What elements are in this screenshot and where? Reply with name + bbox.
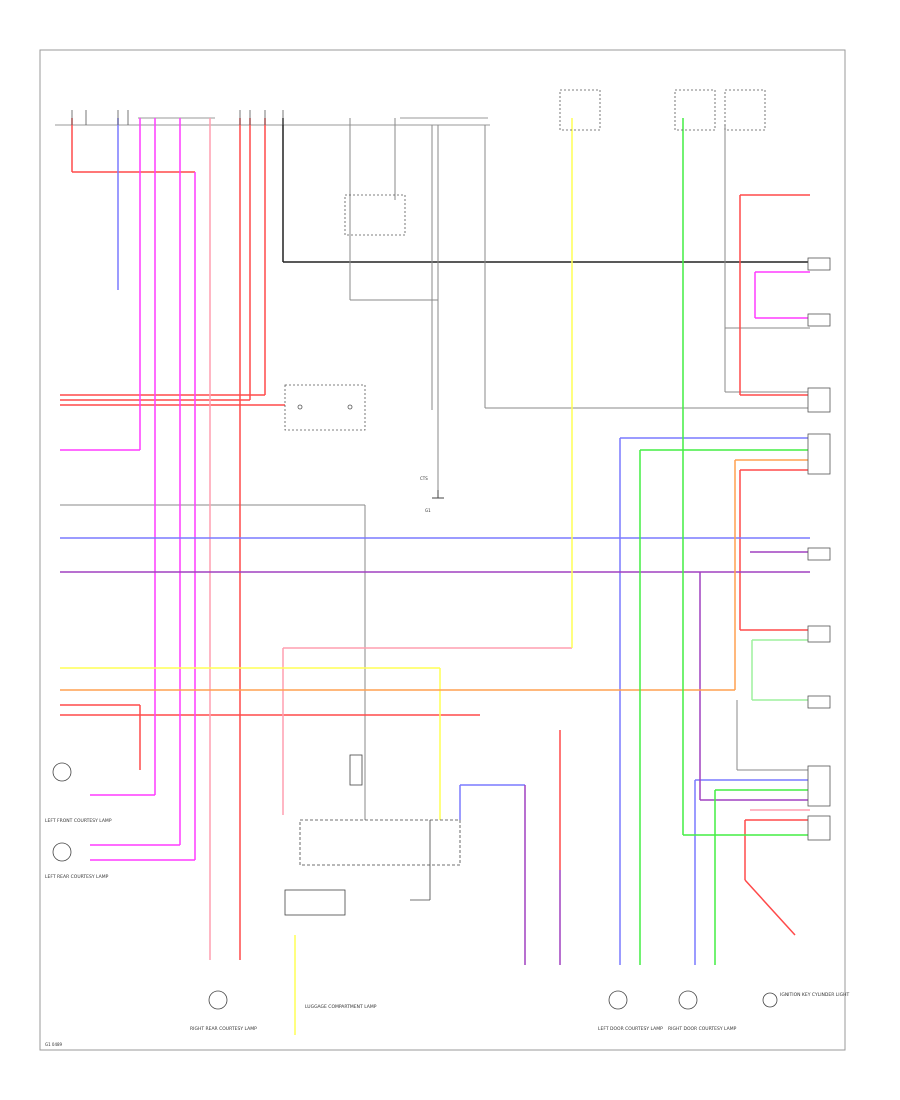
cts-ground-label: G1	[425, 508, 431, 513]
lower-control-block	[284, 754, 461, 916]
cts-label: CTS	[420, 476, 428, 481]
black-wires	[282, 118, 810, 263]
ignition-key-bulb	[762, 992, 778, 1008]
green-wires	[639, 118, 810, 965]
ground-symbol	[432, 490, 444, 499]
connector-blocks	[807, 257, 831, 841]
lamp-symbols	[52, 762, 778, 1010]
magenta-wires	[60, 118, 810, 861]
yellow-wires	[60, 118, 573, 1035]
luggage-lamp-label: LUGGAGE COMPARTMENT LAMP	[305, 1004, 377, 1010]
footer-label: G1 0489	[45, 1042, 63, 1047]
gray-wires	[60, 118, 810, 820]
lr-lamp-bulb	[52, 842, 72, 862]
red-wires	[60, 118, 810, 960]
ignition-key-label: IGNITION KEY CYLINDER LIGHT	[780, 992, 849, 998]
blue-wires	[60, 118, 810, 965]
rr-lamp-label: RIGHT REAR COURTESY LAMP	[190, 1026, 257, 1032]
lf-lamp-label: LEFT FRONT COURTESY LAMP	[45, 818, 112, 824]
left-door-label: LEFT DOOR COURTESY LAMP	[598, 1026, 663, 1032]
right-door-lamp-bulb	[678, 990, 698, 1010]
left-door-lamp-bulb	[608, 990, 628, 1010]
rr-lamp-bulb	[208, 990, 228, 1010]
top-connector-ticks	[71, 110, 284, 125]
purple-wires	[60, 551, 810, 965]
right-door-label: RIGHT DOOR COURTESY LAMP	[668, 1026, 737, 1032]
orange-wires	[60, 459, 810, 691]
lf-lamp-bulb	[52, 762, 72, 782]
lr-lamp-label: LEFT REAR COURTESY LAMP	[45, 874, 109, 880]
top-component-boxes	[344, 89, 766, 236]
top-bus	[55, 117, 490, 126]
pink-wires	[209, 118, 810, 960]
diagram-frame	[39, 49, 846, 1051]
center-switch	[284, 384, 366, 431]
ltgreen-wires	[751, 639, 810, 701]
